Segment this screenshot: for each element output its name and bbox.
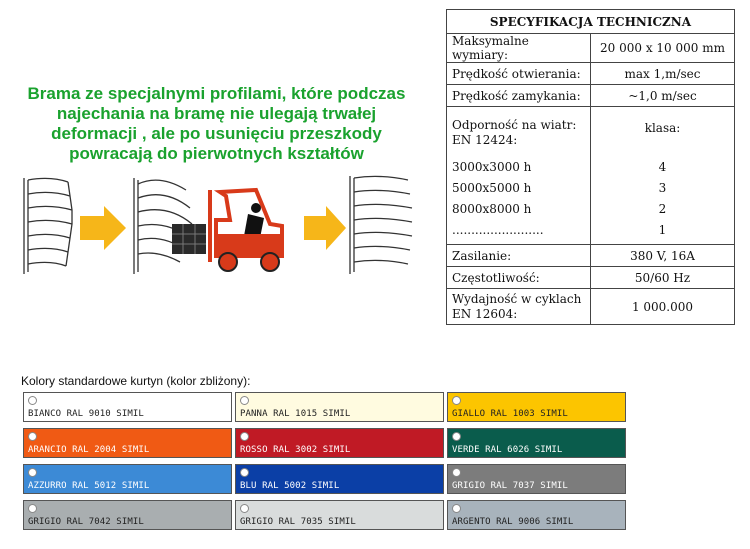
- wind-size-row: ........................: [452, 223, 544, 237]
- swatch-label: GRIGIO RAL 7037 SIMIL: [452, 481, 568, 491]
- color-swatch[interactable]: PANNA RAL 1015 SIMIL: [235, 392, 444, 422]
- door-description: Brama ze specjalnymi profilami, które po…: [27, 84, 406, 163]
- swatch-label: BLU RAL 5002 SIMIL: [240, 481, 340, 491]
- radio-icon[interactable]: [28, 432, 37, 441]
- door-curtain-left: [23, 177, 73, 274]
- radio-icon[interactable]: [28, 396, 37, 405]
- cycles-value: 1 000.000: [590, 288, 735, 325]
- wind-class-value: 1: [658, 223, 667, 237]
- max-dim-value: 20 000 x 10 000 mm: [590, 33, 735, 63]
- radio-icon[interactable]: [240, 504, 249, 513]
- spec-table: SPECYFIKACJA TECHNICZNA Maksymalne wymia…: [446, 9, 735, 325]
- max-dim-label: Maksymalne wymiary:: [446, 33, 591, 63]
- forklift-icon: [172, 187, 284, 272]
- wind-sizes-cell: Odporność na wiatr: EN 12424: 3000x3000 …: [446, 106, 591, 245]
- freq-value: 50/60 Hz: [590, 266, 735, 289]
- radio-icon[interactable]: [452, 504, 461, 513]
- swatch-label: PANNA RAL 1015 SIMIL: [240, 409, 351, 419]
- radio-icon[interactable]: [240, 468, 249, 477]
- wind-label: Odporność na wiatr: EN 12424:: [452, 118, 577, 147]
- door-impact-illustration: [23, 175, 413, 274]
- radio-icon[interactable]: [452, 396, 461, 405]
- radio-icon[interactable]: [28, 504, 37, 513]
- wind-classes-cell: klasa: 4 3 2 1: [590, 106, 735, 245]
- color-swatches: BIANCO RAL 9010 SIMIL PANNA RAL 1015 SIM…: [23, 392, 626, 535]
- wind-class-value: 4: [658, 160, 667, 174]
- close-speed-value: ~1,0 m/sec: [590, 84, 735, 107]
- radio-icon[interactable]: [28, 468, 37, 477]
- swatch-label: ARGENTO RAL 9006 SIMIL: [452, 517, 574, 527]
- close-speed-label: Prędkość zamykania:: [446, 84, 591, 107]
- color-swatch[interactable]: AZZURRO RAL 5012 SIMIL: [23, 464, 232, 494]
- wind-size-row: 3000x3000 h: [452, 160, 532, 174]
- open-speed-value: max 1,m/sec: [590, 62, 735, 85]
- power-label: Zasilanie:: [446, 244, 591, 267]
- door-curtain-deformed: [133, 178, 193, 274]
- swatch-label: VERDE RAL 6026 SIMIL: [452, 445, 563, 455]
- color-swatch[interactable]: ROSSO RAL 3002 SIMIL: [235, 428, 444, 458]
- open-speed-label: Prędkość otwierania:: [446, 62, 591, 85]
- color-swatch[interactable]: ARANCIO RAL 2004 SIMIL: [23, 428, 232, 458]
- color-swatch[interactable]: GRIGIO RAL 7035 SIMIL: [235, 500, 444, 530]
- color-swatch[interactable]: BIANCO RAL 9010 SIMIL: [23, 392, 232, 422]
- swatch-label: AZZURRO RAL 5012 SIMIL: [28, 481, 150, 491]
- wind-class-label: klasa:: [644, 121, 681, 135]
- color-swatch[interactable]: BLU RAL 5002 SIMIL: [235, 464, 444, 494]
- colors-title: Kolory standardowe kurtyn (kolor zbliżon…: [21, 374, 251, 388]
- radio-icon[interactable]: [240, 432, 249, 441]
- color-swatch[interactable]: VERDE RAL 6026 SIMIL: [447, 428, 626, 458]
- wind-size-row: 5000x5000 h: [452, 181, 532, 195]
- swatch-label: ROSSO RAL 3002 SIMIL: [240, 445, 351, 455]
- swatch-label: GRIGIO RAL 7035 SIMIL: [240, 517, 356, 527]
- wind-class-value: 2: [658, 202, 667, 216]
- cycles-label: Wydajność w cyklach EN 12604:: [446, 288, 591, 325]
- swatch-label: GIALLO RAL 1003 SIMIL: [452, 409, 568, 419]
- swatch-label: ARANCIO RAL 2004 SIMIL: [28, 445, 150, 455]
- power-value: 380 V, 16A: [590, 244, 735, 267]
- radio-icon[interactable]: [240, 396, 249, 405]
- radio-icon[interactable]: [452, 468, 461, 477]
- arrow-right-icon: [304, 206, 346, 250]
- color-swatch[interactable]: ARGENTO RAL 9006 SIMIL: [447, 500, 626, 530]
- arrow-right-icon: [80, 206, 126, 250]
- wind-class-value: 3: [658, 181, 667, 195]
- color-swatch[interactable]: GIALLO RAL 1003 SIMIL: [447, 392, 626, 422]
- radio-icon[interactable]: [452, 432, 461, 441]
- swatch-label: BIANCO RAL 9010 SIMIL: [28, 409, 144, 419]
- color-swatch[interactable]: GRIGIO RAL 7037 SIMIL: [447, 464, 626, 494]
- wind-size-row: 8000x8000 h: [452, 202, 532, 216]
- color-swatch[interactable]: GRIGIO RAL 7042 SIMIL: [23, 500, 232, 530]
- freq-label: Częstotliwość:: [446, 266, 591, 289]
- spec-title: SPECYFIKACJA TECHNICZNA: [446, 9, 735, 34]
- door-curtain-restored: [349, 175, 413, 274]
- swatch-label: GRIGIO RAL 7042 SIMIL: [28, 517, 144, 527]
